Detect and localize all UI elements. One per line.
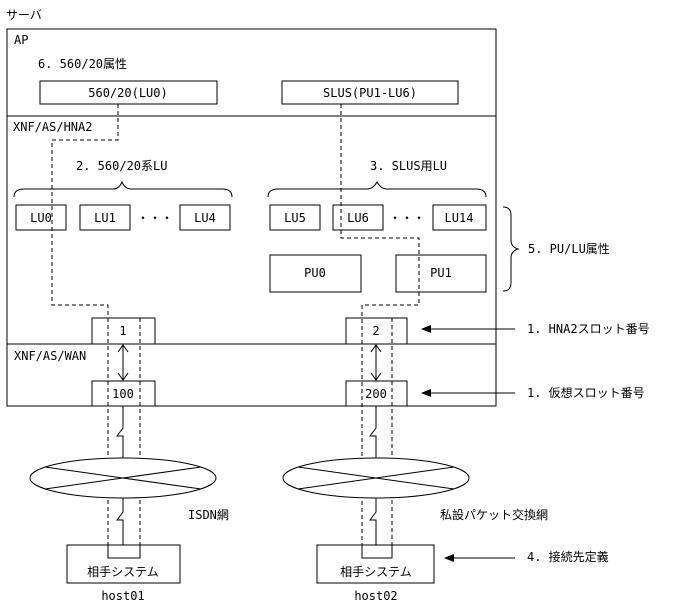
host01-box-label: 相手システム: [87, 565, 159, 579]
brace-560-group: [13, 180, 233, 198]
server-frame: [6, 28, 497, 407]
wan-slot-200-label: 200: [365, 387, 387, 401]
slot-mapping-arrow-2: [370, 344, 382, 381]
pu0-label: PU0: [304, 266, 326, 280]
server-title: サーバ: [6, 8, 42, 22]
ellipsis-560: ・・・: [137, 211, 173, 225]
private-network-shape: [282, 457, 470, 499]
private-network-label: 私設パケット交換網: [440, 507, 548, 522]
lu-box-lu5: [269, 204, 321, 231]
lu-box-lu4: [179, 204, 231, 231]
ap-label: AP: [14, 33, 28, 47]
hna2-slot-1-box: [91, 317, 156, 345]
host02-box-label: 相手システム: [340, 565, 412, 579]
link-zigzag-100-bottom: [116, 497, 124, 545]
lu-box-lu1: [79, 204, 131, 231]
hna2-slot-2-label: 2: [372, 324, 379, 338]
ap-attr-title: 6. 560/20属性: [38, 57, 127, 71]
lu-box-lu0: [15, 204, 67, 231]
host02-inner-box: [361, 544, 393, 559]
group-560-label: 2. 560/20系LU: [76, 159, 167, 173]
lu-label-lu1: LU1: [94, 211, 116, 225]
lu-box-lu14: [432, 204, 487, 231]
ap-560-label: 560/20(LU0): [88, 86, 167, 100]
wan-label: XNF/AS/WAN: [14, 349, 86, 363]
host01-name: host01: [101, 589, 144, 603]
ap-560-box: [39, 80, 218, 105]
lu-label-lu6: LU6: [347, 211, 369, 225]
hna2-label: XNF/AS/HNA2: [13, 120, 92, 134]
lu-label-lu0: LU0: [30, 211, 52, 225]
link-zigzag-200-bottom: [369, 497, 377, 545]
link-zigzag-100-top: [116, 406, 124, 460]
ap-slus-label: SLUS(PU1-LU6): [323, 86, 417, 100]
brace-slus-group: [267, 180, 487, 198]
annotation-hna2-slot: 1. HNA2スロット番号: [527, 322, 650, 336]
brace-pu-lu-attr: [502, 206, 520, 292]
isdn-network-label: ISDN網: [188, 508, 229, 522]
wan-slot-100-box: [91, 380, 156, 407]
ellipsis-slus: ・・・: [389, 211, 425, 225]
slot-mapping-arrow-1: [117, 344, 129, 381]
link-zigzag-200-top: [369, 406, 377, 460]
annotation-virtual-slot: 1. 仮想スロット番号: [527, 385, 645, 400]
lu-label-lu4: LU4: [194, 211, 216, 225]
annotation-pu-lu-attr: 5. PU/LU属性: [528, 242, 610, 256]
lu-label-lu14: LU14: [445, 211, 474, 225]
wan-slot-100-label: 100: [112, 387, 134, 401]
pu0-box: [269, 254, 362, 293]
host02-name: host02: [354, 589, 397, 603]
pu1-label: PU1: [430, 266, 452, 280]
lu-label-lu5: LU5: [284, 211, 306, 225]
ap-slus-box: [281, 80, 459, 105]
wan-slot-200-box: [345, 380, 408, 407]
logical-path-560: [51, 104, 119, 545]
logical-path-slus: [340, 104, 420, 545]
hna2-slot-2-box: [345, 317, 408, 345]
hna2-slot-1-label: 1: [119, 324, 126, 338]
pu1-box: [395, 254, 487, 293]
isdn-network-shape: [29, 457, 217, 499]
annotation-connection-def: 4. 接続先定義: [527, 549, 609, 564]
group-slus-label: 3. SLUS用LU: [370, 159, 447, 173]
host01-inner-box: [107, 544, 141, 559]
